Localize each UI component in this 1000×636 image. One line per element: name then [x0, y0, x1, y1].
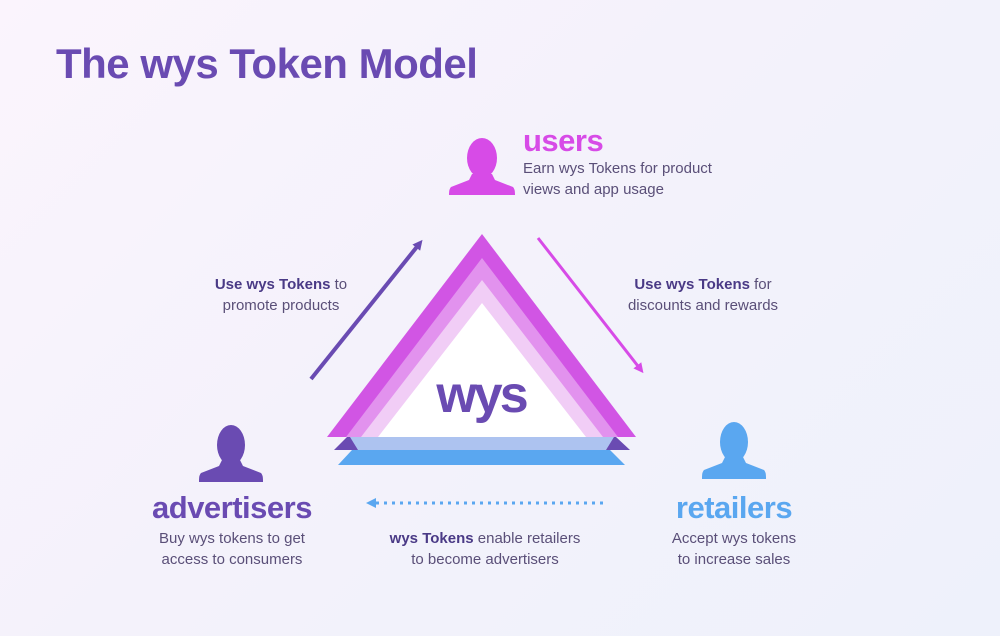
- triangle-base-glow: [350, 437, 614, 450]
- flow-label-enable-retailers: wys Tokens enable retailers to become ad…: [389, 530, 581, 568]
- wys-logo-text: wys: [435, 366, 526, 424]
- wys-triangle-logo: wys: [327, 234, 636, 465]
- triangle-base-blue: [338, 450, 625, 465]
- triangle-core: [378, 303, 586, 437]
- retailers-label: retailers: [675, 490, 793, 525]
- arrow-users-to-retailers: [536, 237, 644, 374]
- user-icon: [449, 138, 515, 195]
- user-icon: [702, 422, 766, 479]
- arrow-advertisers-to-users: [309, 239, 423, 381]
- retailers-description: Accept wys tokens to increase sales: [671, 530, 797, 568]
- flow-label-promote: Use wys Tokens to promote products: [214, 276, 348, 314]
- user-icon: [199, 425, 263, 482]
- page-title: The wys Token Model: [56, 40, 478, 87]
- users-description: Earn wys Tokens for product views and ap…: [523, 160, 712, 198]
- advertisers-label: advertisers: [152, 490, 312, 525]
- advertisers-description: Buy wys tokens to get access to consumer…: [159, 530, 305, 568]
- users-label: users: [523, 123, 604, 158]
- flow-label-discounts: Use wys Tokens for discounts and rewards: [627, 276, 779, 314]
